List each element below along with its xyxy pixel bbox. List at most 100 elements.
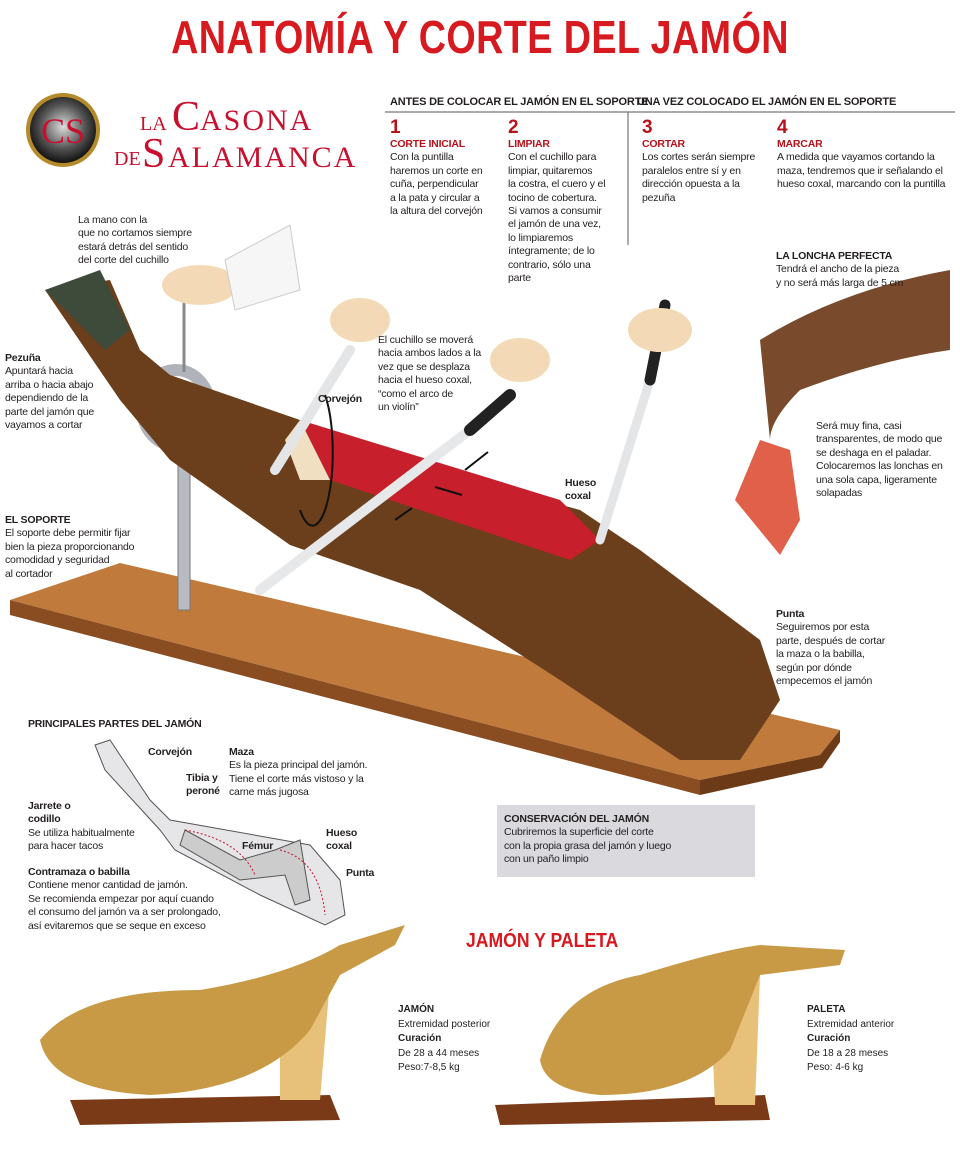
hand-slice xyxy=(760,270,950,440)
product-jamon-info: JAMÓN Extremidad posterior Curación De 2… xyxy=(398,1003,490,1076)
step-text: Los cortes serán siempre xyxy=(642,151,756,164)
svg-text:C: C xyxy=(172,94,200,140)
text-line: parte, después de cortar xyxy=(776,634,886,647)
parts-label-maza: Maza Es la pieza principal del jamón.Tie… xyxy=(229,746,368,800)
svg-text:S: S xyxy=(142,131,165,177)
text-line: Tiene el corte más vistoso y la xyxy=(229,772,364,785)
parts-label-jarrete: Jarrete o codillo Se utiliza habitualmen… xyxy=(28,800,135,854)
curacion-value: De 28 a 44 meses xyxy=(398,1047,480,1059)
text-line: solapadas xyxy=(816,487,863,500)
text-line: Se recomienda empezar por aquí cuando xyxy=(28,892,214,905)
text-line: con la propia grasa del jamón y luego xyxy=(504,839,672,852)
product-name: PALETA xyxy=(807,1004,846,1015)
svg-text:DE: DE xyxy=(114,148,141,170)
step-text: dirección opuesta a la xyxy=(642,178,740,191)
text-line: “como el arco de xyxy=(378,387,454,400)
step-text: hueso coxal, marcando con la puntilla xyxy=(777,178,946,191)
text-line: hacia el hueso coxal, xyxy=(378,374,472,387)
peso-value: Peso:7-8,5 kg xyxy=(398,1062,460,1073)
step-title: MARCAR xyxy=(777,138,823,150)
text-line: arriba o hacia abajo xyxy=(5,378,94,391)
parts-label-femur: Fémur xyxy=(242,840,274,852)
step-text: tocino de cobertura. xyxy=(508,191,597,204)
text-line: carne más jugosa xyxy=(229,786,309,799)
step-4: 4 MARCAR A medida que vayamos cortando l… xyxy=(777,118,957,192)
text-line: del corte del cuchillo xyxy=(78,254,169,267)
step-title: CORTAR xyxy=(642,138,685,150)
hoof xyxy=(45,270,130,350)
parts-title: PRINCIPALES PARTES DEL JAMÓN xyxy=(28,718,202,730)
step-text: A medida que vayamos cortando la xyxy=(777,151,935,164)
text-line: transparentes, de modo que xyxy=(816,433,943,446)
annotation-loncha: LA LONCHA PERFECTA Tendrá el ancho de la… xyxy=(776,250,903,290)
text-line: vez que se desplaza xyxy=(378,360,470,373)
curacion-label: Curación xyxy=(807,1033,851,1044)
section-after-header: UNA VEZ COLOCADO EL JAMÓN EN EL SOPORTE xyxy=(637,96,897,108)
step-text: a la pata y circular a xyxy=(390,191,480,204)
text-line: según por dónde xyxy=(776,661,852,674)
text-line: para hacer tacos xyxy=(28,840,104,853)
step-number: 4 xyxy=(777,117,788,138)
annotation-title: CONSERVACIÓN DEL JAMÓN xyxy=(504,813,649,825)
ham-leg xyxy=(45,280,780,760)
step-text: parte xyxy=(508,272,531,285)
text-line: Se utiliza habitualmente xyxy=(28,826,135,839)
step-text: paralelos entre sí y en xyxy=(642,164,741,177)
text-line: el consumo del jamón va a ser prolongado… xyxy=(28,906,221,919)
text-line: Contiene menor cantidad de jamón. xyxy=(28,879,188,892)
annotation-title: Jarrete o xyxy=(28,800,71,812)
paleta-product-image xyxy=(495,945,845,1125)
annotation-title: Contramaza o babilla xyxy=(28,866,130,878)
text-line: vayamos a cortar xyxy=(5,419,83,432)
step-text: Con el cuchillo para xyxy=(508,151,597,164)
products-title: JAMÓN Y PALETA xyxy=(466,930,619,952)
svg-text:ASONA: ASONA xyxy=(200,104,313,137)
step-text: el jamón de una vez, xyxy=(508,218,601,231)
text-line: dependiendo de la xyxy=(5,392,89,405)
text-line: bien la pieza proporcionando xyxy=(5,540,135,553)
step-title: LIMPIAR xyxy=(508,138,550,150)
cut-meat xyxy=(300,420,600,560)
svg-text:CS: CS xyxy=(41,111,85,151)
section-before-header: ANTES DE COLOCAR EL JAMÓN EN EL SOPORTE xyxy=(390,96,649,108)
step-text: maza, tendremos que ir señalando el xyxy=(777,164,943,177)
parts-label-contramaza: Contramaza o babilla Contiene menor cant… xyxy=(28,866,221,933)
annotation-soporte: EL SOPORTE El soporte debe permitir fija… xyxy=(5,514,134,581)
svg-text:ALAMANCA: ALAMANCA xyxy=(168,141,357,174)
annotation-title: Punta xyxy=(776,608,805,620)
text-line: El cuchillo se moverá xyxy=(378,334,474,346)
text-line: se deshaga en el paladar. xyxy=(816,446,932,459)
annotation-title: LA LONCHA PERFECTA xyxy=(776,250,893,262)
ham-parts-diagram xyxy=(94,739,346,926)
step-text: cuña, perpendicular xyxy=(390,178,479,191)
text-line: Tibia y xyxy=(186,772,218,784)
text-line: al cortador xyxy=(5,567,53,580)
text-line: estará detrás del sentido xyxy=(78,240,188,253)
text-line: peroné xyxy=(186,785,220,798)
text-line: Cubriremos la superficie del corte xyxy=(504,826,654,839)
text-line: coxal xyxy=(326,840,352,853)
annotation-title: codillo xyxy=(28,813,61,826)
conservacion-box: CONSERVACIÓN DEL JAMÓN Cubriremos la sup… xyxy=(497,805,755,877)
parts-label-corvejon: Corvejón xyxy=(148,746,192,758)
text-line: la maza o la babilla, xyxy=(776,648,865,661)
step-text: limpiar, quitaremos xyxy=(508,164,593,177)
product-paleta-info: PALETA Extremidad anterior Curación De 1… xyxy=(807,1003,894,1076)
text-line: comodidad y seguridad xyxy=(5,554,110,567)
step-text: lo limpiaremos xyxy=(508,231,573,244)
text-line: hacia ambos lados a la xyxy=(378,347,481,360)
hand-knife xyxy=(330,298,390,342)
text-line: El soporte debe permitir fijar xyxy=(5,527,131,540)
annotation-title: Pezuña xyxy=(5,352,41,364)
text-line: Será muy fina, casi xyxy=(816,420,902,432)
text-line: Apuntará hacia xyxy=(5,365,73,378)
text-line: La mano con la xyxy=(78,214,147,226)
text-line: Colocaremos las lonchas en xyxy=(816,460,943,473)
